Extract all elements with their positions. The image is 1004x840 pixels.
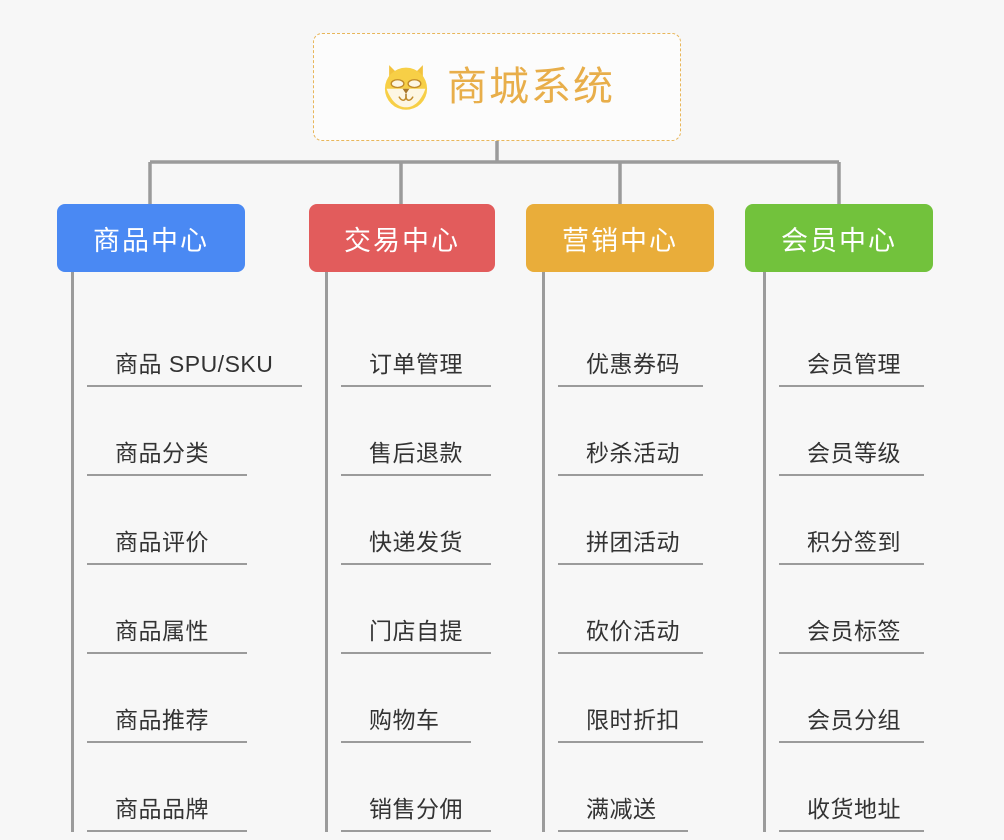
leaf-item-underline <box>341 385 491 387</box>
leaf-list-product-center: 商品 SPU/SKU 商品分类商品评价商品属性商品推荐商品品牌 <box>71 272 302 832</box>
leaf-item[interactable]: 门店自提 <box>341 565 495 654</box>
leaf-item[interactable]: 商品推荐 <box>87 654 273 743</box>
category-header-trade-center[interactable]: 交易中心 <box>309 204 495 272</box>
leaf-item-label: 会员等级 <box>807 439 901 466</box>
leaf-item-label: 满减送 <box>586 795 657 822</box>
leaf-item-underline <box>341 741 471 743</box>
leaf-item-label: 收货地址 <box>807 795 901 822</box>
leaf-item[interactable]: 拼团活动 <box>558 476 714 565</box>
leaf-item[interactable]: 销售分佣 <box>341 743 495 832</box>
leaf-item[interactable]: 积分签到 <box>779 476 933 565</box>
leaf-item-underline <box>779 563 924 565</box>
leaf-item-underline <box>87 563 247 565</box>
leaf-item-underline <box>87 830 247 832</box>
leaf-item[interactable]: 砍价活动 <box>558 565 714 654</box>
root-title: 商城系统 <box>447 65 615 109</box>
leaf-item-underline <box>558 830 688 832</box>
category-column-trade-center: 交易中心订单管理售后退款快递发货门店自提购物车销售分佣 <box>309 204 495 832</box>
category-header-member-center[interactable]: 会员中心 <box>745 204 933 272</box>
leaf-item-underline <box>779 830 924 832</box>
leaf-item-underline <box>87 474 247 476</box>
category-column-product-center: 商品中心商品 SPU/SKU 商品分类商品评价商品属性商品推荐商品品牌 <box>57 204 302 832</box>
leaf-item-underline <box>558 741 703 743</box>
shiba-dog-face-icon <box>384 65 428 112</box>
leaf-item[interactable]: 会员分组 <box>779 654 933 743</box>
leaf-item-label: 会员管理 <box>807 350 901 377</box>
leaf-item-label: 商品品牌 <box>115 795 209 822</box>
leaf-item[interactable]: 商品品牌 <box>87 743 273 832</box>
leaf-item[interactable]: 满减送 <box>558 743 714 832</box>
leaf-item[interactable]: 会员标签 <box>779 565 933 654</box>
leaf-item-label: 门店自提 <box>369 617 463 644</box>
leaf-item[interactable]: 快递发货 <box>341 476 495 565</box>
leaf-item[interactable]: 限时折扣 <box>558 654 714 743</box>
leaf-item[interactable]: 订单管理 <box>341 298 495 387</box>
leaf-item-label: 商品分类 <box>115 439 209 466</box>
category-header-product-center[interactable]: 商品中心 <box>57 204 245 272</box>
leaf-item-label: 砍价活动 <box>586 617 680 644</box>
leaf-item-underline <box>341 652 491 654</box>
leaf-item[interactable]: 会员等级 <box>779 387 933 476</box>
leaf-item-underline <box>779 385 924 387</box>
leaf-item[interactable]: 购物车 <box>341 654 495 743</box>
leaf-item-label: 订单管理 <box>369 350 463 377</box>
root-node[interactable]: 商城系统 <box>313 33 681 141</box>
leaf-item-label: 快递发货 <box>369 528 463 555</box>
leaf-item[interactable]: 商品评价 <box>87 476 273 565</box>
category-column-member-center: 会员中心会员管理会员等级积分签到会员标签会员分组收货地址 <box>745 204 933 832</box>
category-header-label: 会员中心 <box>781 225 897 256</box>
leaf-item-underline <box>558 563 703 565</box>
category-header-marketing-center[interactable]: 营销中心 <box>526 204 714 272</box>
leaf-item[interactable]: 商品 SPU/SKU <box>87 298 302 387</box>
leaf-item-label: 销售分佣 <box>369 795 463 822</box>
leaf-list-marketing-center: 优惠券码秒杀活动拼团活动砍价活动限时折扣满减送 <box>542 272 714 832</box>
leaf-list-trade-center: 订单管理售后退款快递发货门店自提购物车销售分佣 <box>325 272 495 832</box>
leaf-item[interactable]: 商品分类 <box>87 387 273 476</box>
category-header-label: 商品中心 <box>93 225 209 256</box>
leaf-item-underline <box>341 830 491 832</box>
leaf-item-label: 会员分组 <box>807 706 901 733</box>
category-header-label: 营销中心 <box>562 225 678 256</box>
leaf-item-underline <box>341 563 491 565</box>
leaf-item-underline <box>87 652 247 654</box>
leaf-item-label: 购物车 <box>369 706 440 733</box>
leaf-item-label: 商品推荐 <box>115 706 209 733</box>
leaf-item-underline <box>341 474 491 476</box>
leaf-item[interactable]: 售后退款 <box>341 387 495 476</box>
leaf-item-label: 售后退款 <box>369 439 463 466</box>
leaf-item[interactable]: 会员管理 <box>779 298 933 387</box>
category-header-label: 交易中心 <box>344 225 460 256</box>
leaf-item-underline <box>779 474 924 476</box>
leaf-item-label: 商品属性 <box>115 617 209 644</box>
leaf-item[interactable]: 秒杀活动 <box>558 387 714 476</box>
leaf-item-label: 积分签到 <box>807 528 901 555</box>
leaf-item-label: 商品评价 <box>115 528 209 555</box>
leaf-item-label: 优惠券码 <box>586 350 680 377</box>
leaf-item-label: 商品 SPU/SKU <box>115 350 274 377</box>
leaf-item-underline <box>87 385 302 387</box>
leaf-item-underline <box>87 741 247 743</box>
leaf-item-label: 限时折扣 <box>586 706 680 733</box>
leaf-item[interactable]: 商品属性 <box>87 565 273 654</box>
leaf-item[interactable]: 优惠券码 <box>558 298 714 387</box>
leaf-item-underline <box>558 385 703 387</box>
leaf-item-label: 拼团活动 <box>586 528 680 555</box>
leaf-list-member-center: 会员管理会员等级积分签到会员标签会员分组收货地址 <box>763 272 933 832</box>
leaf-item-underline <box>779 741 924 743</box>
leaf-item-underline <box>558 652 703 654</box>
leaf-item-label: 秒杀活动 <box>586 439 680 466</box>
category-column-marketing-center: 营销中心优惠券码秒杀活动拼团活动砍价活动限时折扣满减送 <box>526 204 714 832</box>
leaf-item[interactable]: 收货地址 <box>779 743 933 832</box>
leaf-item-label: 会员标签 <box>807 617 901 644</box>
leaf-item-underline <box>558 474 703 476</box>
leaf-item-underline <box>779 652 924 654</box>
